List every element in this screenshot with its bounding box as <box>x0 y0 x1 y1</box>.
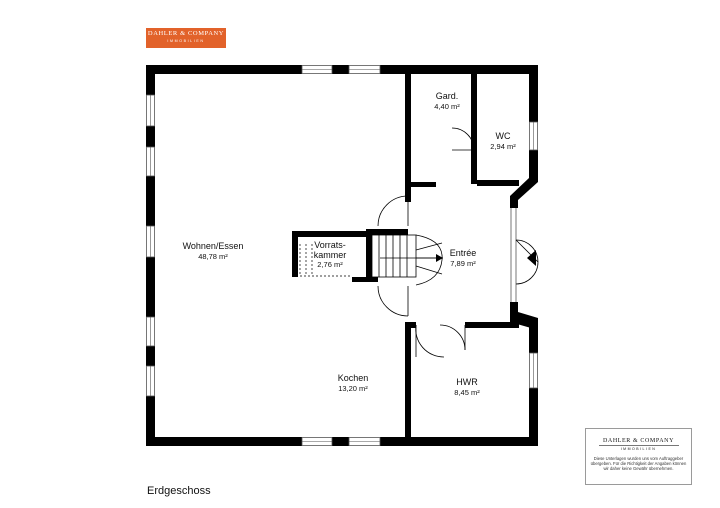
window-glazing <box>150 69 534 442</box>
room-hwr-name: HWR <box>456 377 478 387</box>
room-gard-area: 4,40 m² <box>434 102 460 111</box>
disclaimer-logo-name: DAHLER & COMPANY <box>602 438 675 444</box>
brand-logo-sub: IMMOBILIEN <box>167 39 205 43</box>
floor-label: Erdgeschoss <box>147 485 211 497</box>
room-hwr: HWR 8,45 m² <box>440 377 494 398</box>
wall-right-top <box>529 65 538 122</box>
disclaimer-logo-rule <box>598 445 679 446</box>
disclaimer-logo-sub: IMMOBILIEN <box>620 447 657 451</box>
room-vorrat-name-2: kammer <box>313 250 347 260</box>
room-gard: Gard. 4,40 m² <box>420 91 474 112</box>
wall-left-4 <box>146 257 155 317</box>
entrance-arrow-icon <box>527 250 536 266</box>
room-wc-area: 2,94 m² <box>490 142 516 151</box>
room-wc-name: WC <box>495 131 511 141</box>
wall-bottom-right <box>380 437 538 446</box>
wall-top-left <box>146 65 302 74</box>
wall-right-lower <box>529 318 538 353</box>
room-vorrat-name-1: Vorrats- <box>314 240 346 250</box>
door-swings <box>377 127 475 358</box>
wall-bottom-mid <box>332 437 349 446</box>
room-vorrat-area: 2,76 m² <box>317 260 343 269</box>
disclaimer-text: Diese Unterlagen wurden uns vom Auftragg… <box>590 456 687 472</box>
brand-logo-name: DAHLER & COMPANY <box>147 30 225 37</box>
wall-hwr-left <box>405 322 411 442</box>
wall-hwr-stub <box>405 322 416 328</box>
wall-hwr-top <box>465 322 519 328</box>
room-wohnen-essen-area: 48,78 m² <box>198 252 228 261</box>
wall-gard-wc <box>471 74 477 184</box>
wall-left-2 <box>146 126 155 147</box>
wall-entry-notch-top <box>510 178 538 208</box>
room-wc: WC 2,94 m² <box>480 131 526 152</box>
room-kochen-name: Kochen <box>337 373 369 383</box>
room-entree-area: 7,89 m² <box>450 259 476 268</box>
room-hwr-area: 8,45 m² <box>454 388 480 397</box>
room-wohnen-essen-name: Wohnen/Essen <box>182 241 244 251</box>
wall-vorrat-bottom <box>352 277 378 282</box>
wall-left-5 <box>146 346 155 366</box>
wall-left-3 <box>146 176 155 226</box>
wall-bottom-left <box>146 437 302 446</box>
wall-top-right <box>380 65 538 74</box>
entrance-door <box>510 208 539 302</box>
wall-gard-left <box>405 74 411 196</box>
stair-arrow-icon <box>436 254 443 262</box>
brand-logo-top: DAHLER & COMPANY IMMOBILIEN <box>146 28 226 48</box>
wall-vorrat-left <box>292 231 298 277</box>
wall-stair-top <box>366 229 408 235</box>
wall-right-upper <box>529 150 538 182</box>
staircase <box>371 234 443 286</box>
room-kochen-area: 13,20 m² <box>338 384 368 393</box>
room-vorratskammer: Vorrats- kammer 2,76 m² <box>302 240 358 270</box>
wall-vorrat-top <box>292 231 372 237</box>
wall-left-1 <box>146 65 155 95</box>
wall-right-bottom <box>529 388 538 446</box>
wall-stair-left <box>366 231 372 282</box>
wall-gard-stub <box>411 182 436 187</box>
room-entree-name: Entrée <box>449 248 477 258</box>
room-gard-name: Gard. <box>435 91 459 101</box>
walls <box>146 65 538 446</box>
room-wohnen-essen: Wohnen/Essen 48,78 m² <box>170 241 256 262</box>
wall-wc-bottom <box>477 180 519 186</box>
room-entree: Entrée 7,89 m² <box>438 248 488 269</box>
wall-left-6 <box>146 396 155 446</box>
room-kochen: Kochen 13,20 m² <box>320 373 386 394</box>
disclaimer-box: DAHLER & COMPANY IMMOBILIEN Diese Unterl… <box>585 428 692 485</box>
wall-top-mid <box>332 65 349 74</box>
vorrat-dashed <box>299 244 352 277</box>
